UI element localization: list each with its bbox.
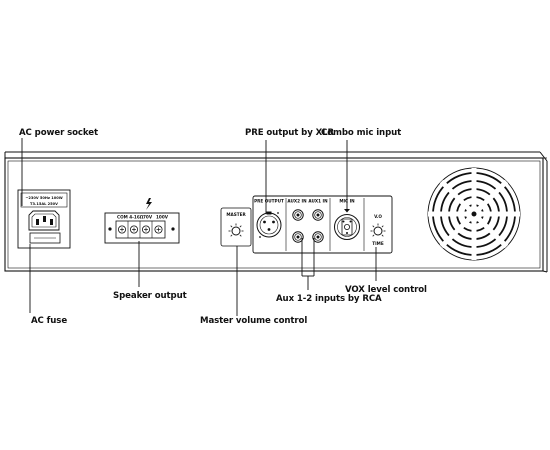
ac-fuse-callout: AC fuse	[31, 316, 67, 326]
speaker-output-callout: Speaker output	[113, 291, 187, 301]
vox-level-callout: VOX level control	[345, 285, 427, 295]
combo-mic-callout: Combo mic input	[321, 128, 401, 138]
ac-power-socket-label: AC power socket	[19, 128, 98, 138]
input-panel: PRE OUTPUT AUX2 IN AUX1 IN MIC IN	[252, 195, 393, 254]
chassis	[4, 151, 548, 273]
aux1-label: AUX1 IN	[308, 199, 328, 204]
aux-inputs-callout: Aux 1-2 inputs by RCA	[276, 294, 382, 304]
fan-grille	[427, 167, 521, 261]
speaker-100v-label: 100V	[156, 215, 169, 220]
power-rating-label: ~230V 50Hz 100W	[25, 196, 62, 200]
hazard-lightning-icon	[146, 198, 152, 210]
callout-labels: AC power socket PRE output by XLR Combo …	[19, 128, 427, 326]
pre-output-label: PRE OUTPUT	[254, 199, 284, 204]
pre-output-callout: PRE output by XLR	[245, 128, 335, 138]
speaker-com-label: COM 4-16Ω	[117, 215, 144, 220]
aux2-label: AUX2 IN	[287, 199, 307, 204]
vox-level-knob	[370, 223, 386, 237]
aux-rca-jacks	[292, 209, 324, 243]
vo-label: V.O	[374, 214, 382, 219]
speaker-70v-label: 70V	[143, 215, 153, 220]
speaker-output-terminal: COM 4-16Ω 70V 100V	[104, 198, 180, 244]
fuse-rating-label: T3.15AL 250V	[30, 202, 58, 206]
pre-output-xlr-connector	[256, 211, 282, 238]
master-volume-callout: Master volume control	[200, 316, 307, 326]
leader-lines	[21, 138, 377, 316]
ac-power-socket: ~230V 50Hz 100W T3.15AL 250V	[17, 189, 71, 249]
time-label: TIME	[372, 241, 384, 246]
combo-mic-connector	[334, 209, 360, 240]
ac-fuse-drawer	[29, 232, 61, 244]
master-label: MASTER	[226, 212, 246, 217]
master-volume-control: MASTER	[220, 207, 252, 247]
